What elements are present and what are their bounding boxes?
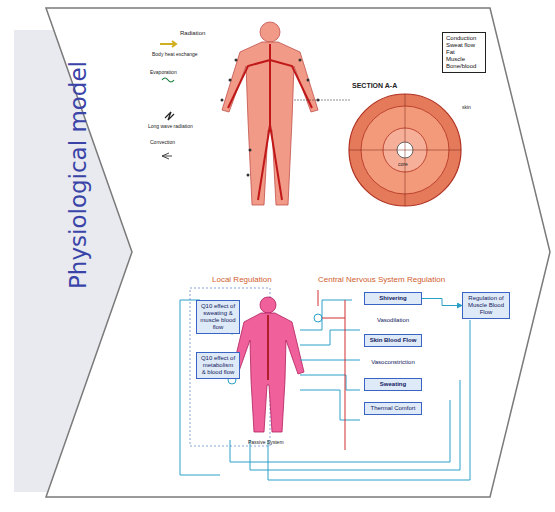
signal-wires — [180, 300, 470, 480]
label-text: Central Nervous System Regulation — [318, 276, 445, 285]
box-text: Vasoconstriction — [368, 359, 418, 366]
box-text: Muscle — [446, 56, 482, 63]
process-box: Thermal Comfort — [364, 402, 422, 415]
process-box: Shivering — [364, 292, 422, 305]
process-box: Vasoconstriction — [364, 356, 422, 369]
layer-list-box: ConductionSweat flowFatMuscleBone/blood — [442, 32, 486, 73]
box-text: Fat — [446, 49, 482, 56]
box-text: Regulation of Muscle Blood Flow — [466, 295, 506, 316]
label-text: Local Regulation — [212, 276, 272, 285]
box-text: Vasodilation — [368, 317, 418, 324]
label-text: Long wave radiation — [148, 124, 193, 130]
process-box: Skin Blood Flow — [364, 334, 422, 347]
box-text: Q10 effect of sweating & muscle blood fl… — [200, 303, 236, 331]
vessels — [228, 44, 312, 200]
box-text: Conduction — [446, 35, 482, 42]
cross-section — [349, 94, 461, 206]
label-text: Body heat exchange — [152, 52, 198, 58]
label-text: Passive System — [248, 440, 284, 446]
box-text: Bone/blood — [446, 63, 482, 70]
label-text: SECTION A-A — [352, 82, 397, 90]
label-text: Radiation — [180, 30, 205, 37]
evaporation-icon — [162, 78, 174, 82]
chevron — [46, 8, 550, 497]
section-line — [294, 100, 350, 101]
connector — [422, 299, 462, 306]
label-text: Convection — [150, 140, 175, 146]
longwave-icon — [165, 112, 174, 120]
segment-ticks — [221, 59, 320, 177]
box-text: Q10 effect of metabolism & blood flow — [200, 355, 236, 376]
process-box: Regulation of Muscle Blood Flow — [462, 292, 510, 319]
process-box: Q10 effect of sweating & muscle blood fl… — [196, 300, 240, 334]
label-text: Evaporation — [150, 70, 177, 76]
label-text: core — [398, 162, 408, 168]
process-box: Q10 effect of metabolism & blood flow — [196, 352, 240, 379]
box-text: Sweating — [368, 381, 418, 388]
box-text: Shivering — [368, 295, 418, 302]
title-text: Physiological model — [65, 61, 91, 289]
box-text: Skin Blood Flow — [368, 337, 418, 344]
box-text: Thermal Comfort — [368, 405, 418, 412]
process-box: Vasodilation — [364, 314, 422, 327]
label-text: skin — [462, 105, 471, 111]
red-wires — [318, 290, 345, 450]
pink-figure — [232, 297, 304, 432]
process-box: Sweating — [364, 378, 422, 391]
body-figure — [222, 22, 318, 205]
convection-icon — [162, 153, 172, 159]
box-text: Sweat flow — [446, 42, 482, 49]
pink-vessel — [267, 315, 269, 380]
radiation-icon — [160, 41, 176, 47]
